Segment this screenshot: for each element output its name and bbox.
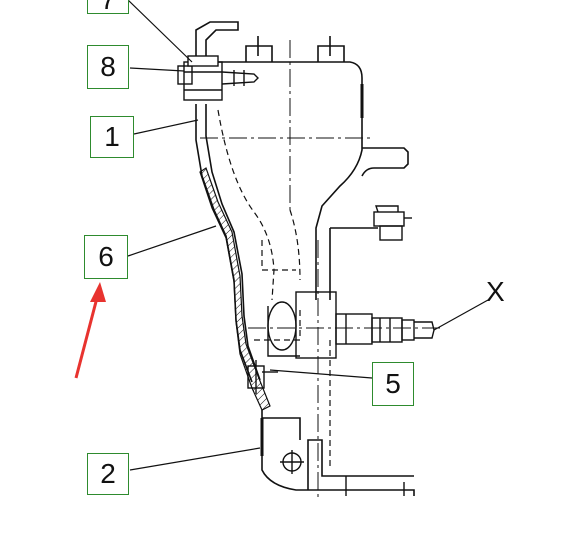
bolt-assembly-8 [177, 55, 259, 101]
leader-lines [127, 0, 489, 471]
callout-5: 5 [372, 362, 414, 406]
callout-1: 1 [90, 116, 134, 158]
hidden-lines [217, 109, 331, 470]
callout-7: 7 [87, 0, 129, 15]
centre-lines [200, 40, 440, 500]
top-bolts [245, 36, 364, 118]
base-details [260, 418, 405, 496]
housing-outline [190, 21, 415, 496]
red-arrow [74, 282, 106, 379]
callout-2: 2 [87, 453, 129, 495]
axis-label-x: X [486, 276, 505, 307]
callout-8: 8 [87, 45, 129, 89]
hatched-shell [199, 167, 271, 411]
screw-5 [247, 360, 278, 394]
sensor-fitting [267, 291, 435, 359]
callout-6: 6 [84, 235, 128, 279]
right-tab-fitting [373, 205, 412, 241]
